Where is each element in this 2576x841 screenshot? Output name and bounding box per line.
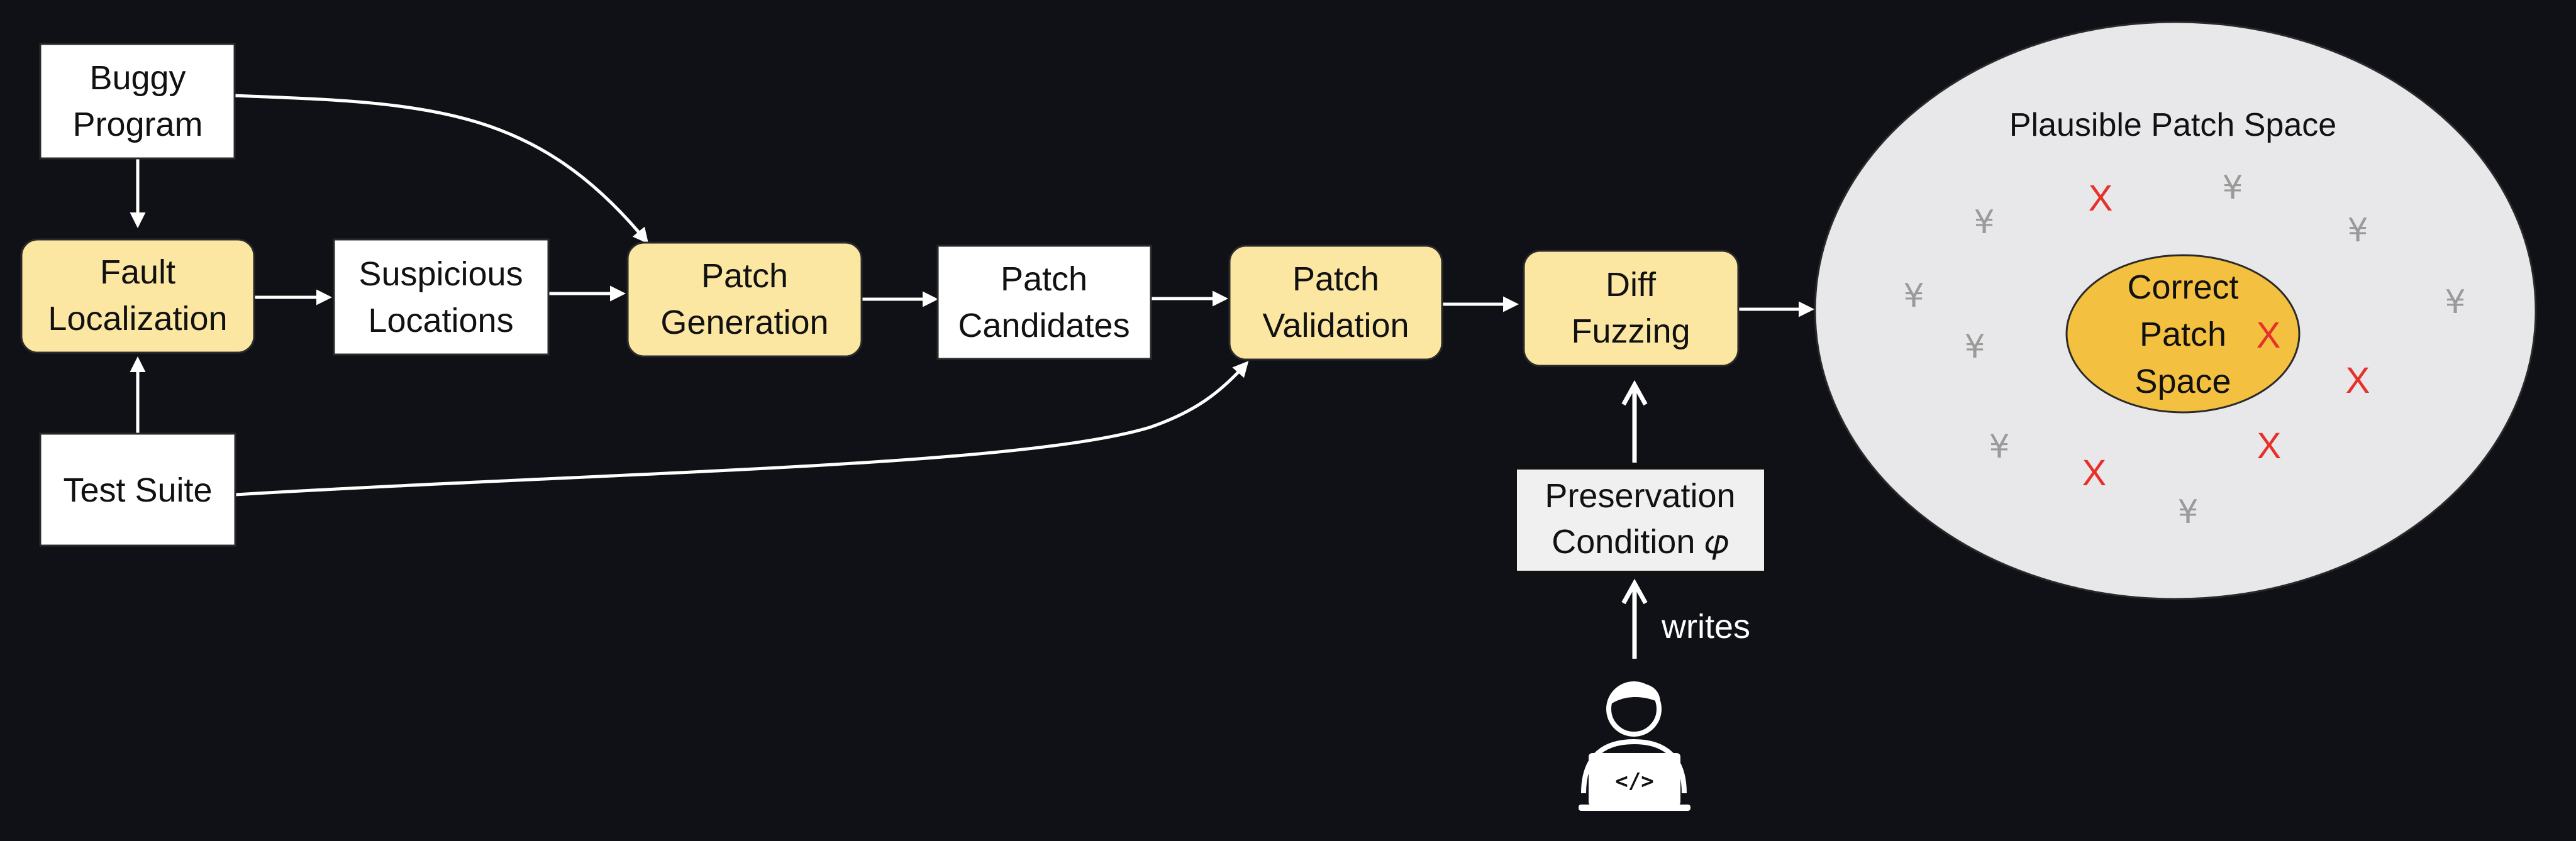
node-fault-localization: Fault Localization — [20, 238, 255, 354]
edges — [130, 94, 1814, 659]
node-patch-validation-line1: Patch — [1292, 260, 1379, 298]
node-preservation-condition-line2: Condition 𝜑 — [1552, 523, 1729, 561]
node-suspicious-locations-line2: Locations — [368, 302, 513, 339]
node-buggy-program-line2: Program — [72, 106, 203, 143]
node-fault-localization-line2: Localization — [48, 300, 227, 338]
incorrect-patch-mark: X — [2257, 426, 2282, 466]
node-diff-fuzzing: Diff Fuzzing — [1523, 250, 1740, 367]
node-patch-generation: Patch Generation — [626, 241, 863, 358]
node-fault-localization-line1: Fault — [100, 253, 175, 291]
incorrect-patch-mark: X — [2257, 315, 2281, 356]
plausible-patch-space-title: Plausible Patch Space — [2009, 107, 2336, 143]
node-patch-validation-line2: Validation — [1262, 307, 1409, 344]
node-suspicious-locations: Suspicious Locations — [333, 238, 550, 356]
excluded-patch-mark: ¥ — [2445, 283, 2465, 321]
edge-test-to-validation — [235, 361, 1249, 497]
node-test-suite: Test Suite — [39, 432, 236, 547]
node-diff-fuzzing-line2: Fuzzing — [1571, 312, 1690, 350]
node-patch-candidates: Patch Candidates — [936, 245, 1152, 360]
developer-icon: </> — [1579, 681, 1690, 811]
node-preservation-condition-line1: Preservation — [1545, 477, 1735, 515]
excluded-patch-mark: ¥ — [1964, 328, 1985, 366]
node-patch-candidates-line2: Candidates — [958, 307, 1130, 344]
node-suspicious-locations-line1: Suspicious — [358, 255, 523, 293]
excluded-patch-mark: ¥ — [1989, 428, 2009, 466]
correct-patch-space: Correct Patch Space — [2065, 254, 2301, 414]
correct-patch-space-line3: Space — [2135, 363, 2231, 400]
excluded-patch-mark: ¥ — [1903, 277, 1924, 315]
incorrect-patch-marks: X X X X X — [2082, 178, 2370, 493]
edge-buggy-to-generation — [234, 94, 649, 244]
node-buggy-program-line1: Buggy — [89, 59, 186, 97]
incorrect-patch-mark: X — [2082, 453, 2107, 493]
node-patch-validation: Patch Validation — [1228, 245, 1443, 361]
excluded-patch-mark: ¥ — [1974, 204, 1994, 241]
incorrect-patch-mark: X — [2089, 178, 2113, 219]
node-patch-generation-line2: Generation — [660, 304, 828, 341]
node-patch-candidates-line1: Patch — [1001, 260, 1087, 298]
node-diff-fuzzing-line1: Diff — [1606, 266, 1657, 304]
excluded-patch-mark: ¥ — [2177, 493, 2198, 531]
correct-patch-space-ellipse — [2065, 254, 2301, 414]
svg-text:</>: </> — [1615, 769, 1653, 794]
node-patch-generation-line1: Patch — [701, 257, 788, 295]
correct-patch-space-line1: Correct — [2127, 268, 2238, 306]
correct-patch-space-line2: Patch — [2140, 316, 2226, 353]
node-preservation-condition: Preservation Condition 𝜑 — [1513, 466, 1768, 574]
writes-label: writes — [1661, 608, 1750, 646]
node-buggy-program: Buggy Program — [39, 43, 236, 160]
excluded-patch-marks: ¥ ¥ ¥ ¥ ¥ ¥ ¥ ¥ — [1903, 169, 2465, 531]
node-test-suite-label: Test Suite — [63, 471, 212, 509]
incorrect-patch-mark: X — [2346, 360, 2370, 401]
excluded-patch-mark: ¥ — [2347, 212, 2368, 250]
plausible-patch-space: Plausible Patch Space Correct Patch Spac… — [1814, 21, 2537, 600]
excluded-patch-mark: ¥ — [2222, 169, 2243, 207]
